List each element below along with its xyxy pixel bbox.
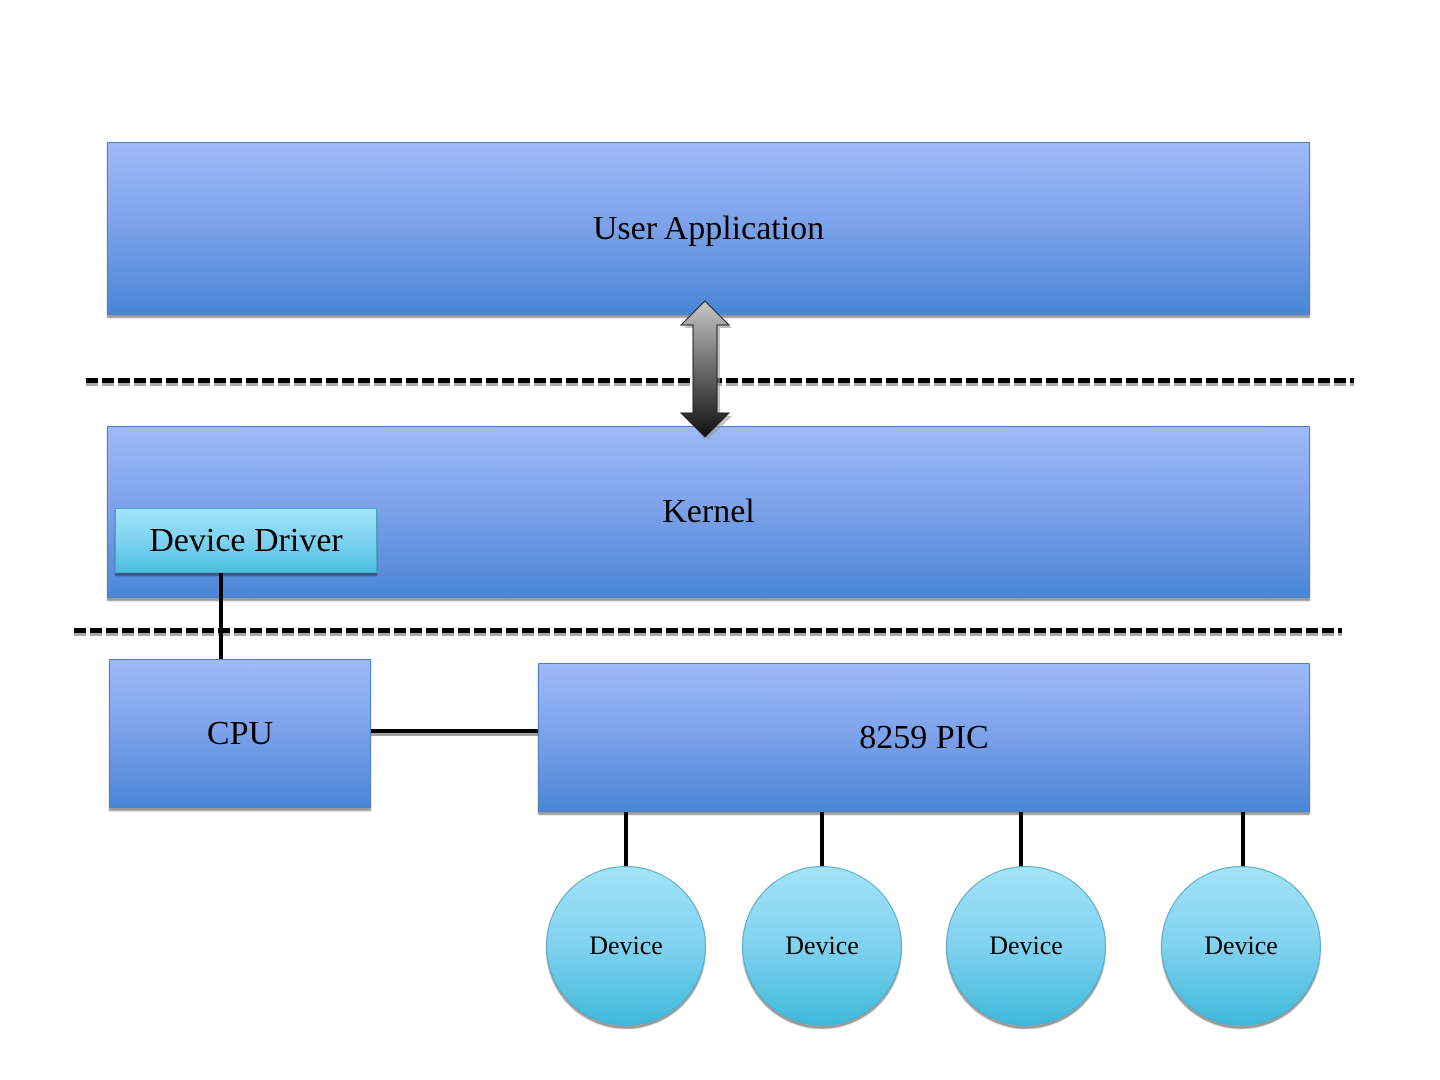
user-application-box: User Application: [107, 142, 1310, 315]
pic-box: 8259 PIC: [538, 663, 1310, 812]
cpu-pic-connector: [371, 729, 539, 733]
user-application-label: User Application: [592, 209, 825, 247]
driver-cpu-connector: [219, 573, 223, 661]
device-circle: Device: [1161, 866, 1321, 1026]
bidirectional-arrow-icon: [679, 300, 732, 440]
cpu-box: CPU: [109, 659, 371, 808]
kernel-hardware-separator: [74, 628, 1342, 633]
separator-shadow: [74, 633, 1342, 636]
pic-device-connector: [624, 812, 628, 867]
device-driver-label: Device Driver: [149, 521, 343, 559]
device-label: Device: [785, 931, 859, 960]
pic-device-connector: [1019, 812, 1023, 867]
pic-device-connector: [1241, 812, 1245, 867]
device-label: Device: [989, 931, 1063, 960]
cpu-label: CPU: [206, 714, 274, 752]
pic-device-connector: [820, 812, 824, 867]
device-label: Device: [589, 931, 663, 960]
device-driver-box: Device Driver: [115, 508, 377, 573]
kernel-label: Kernel: [662, 493, 755, 530]
device-label: Device: [1204, 931, 1278, 960]
device-circle: Device: [946, 866, 1106, 1026]
device-circle: Device: [742, 866, 902, 1026]
device-circle: Device: [546, 866, 706, 1026]
pic-label: 8259 PIC: [859, 718, 989, 756]
